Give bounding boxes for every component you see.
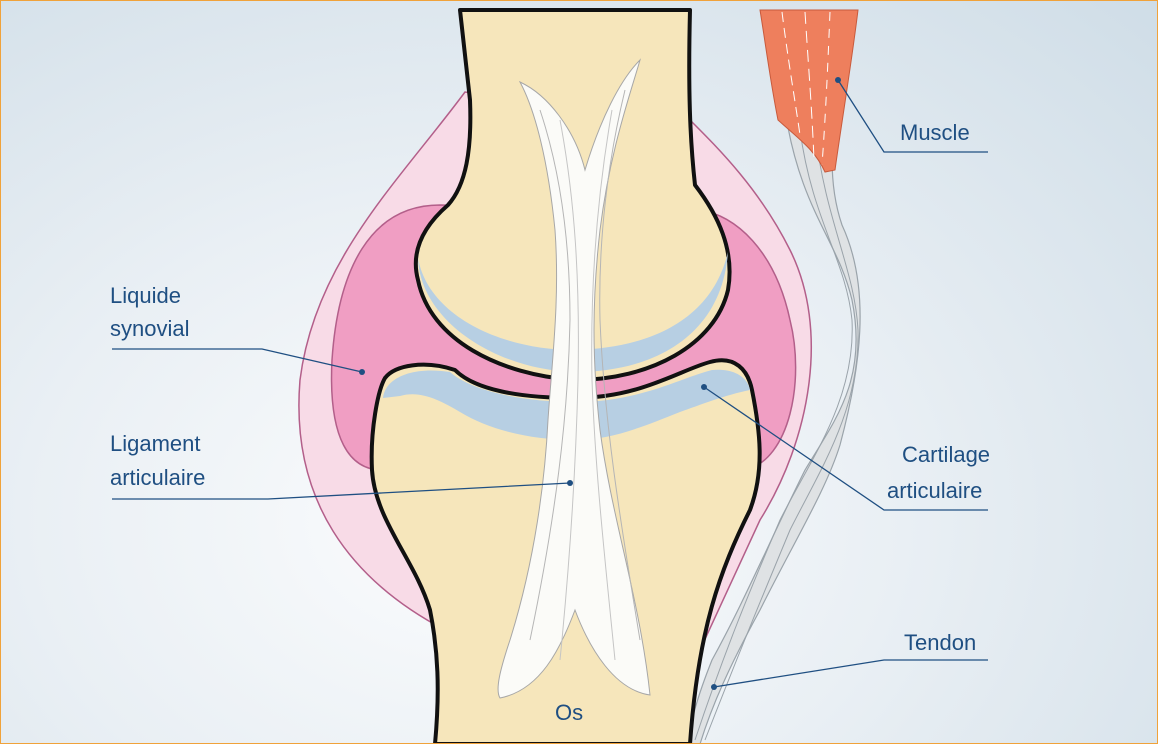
ligament-label-line2: articulaire (110, 463, 205, 493)
synovial-label-line2: synovial (110, 314, 189, 344)
cartilage-label-line1: Cartilage (902, 440, 990, 470)
tendon-label: Tendon (904, 628, 976, 658)
tendon-leader (714, 660, 988, 687)
bone-label: Os (555, 698, 583, 728)
muscle-label: Muscle (900, 118, 970, 148)
synovial-label-line1: Liquide (110, 281, 181, 311)
muscle (760, 10, 858, 172)
cartilage-label-line2: articulaire (887, 476, 982, 506)
ligament-label-line1: Ligament (110, 429, 201, 459)
